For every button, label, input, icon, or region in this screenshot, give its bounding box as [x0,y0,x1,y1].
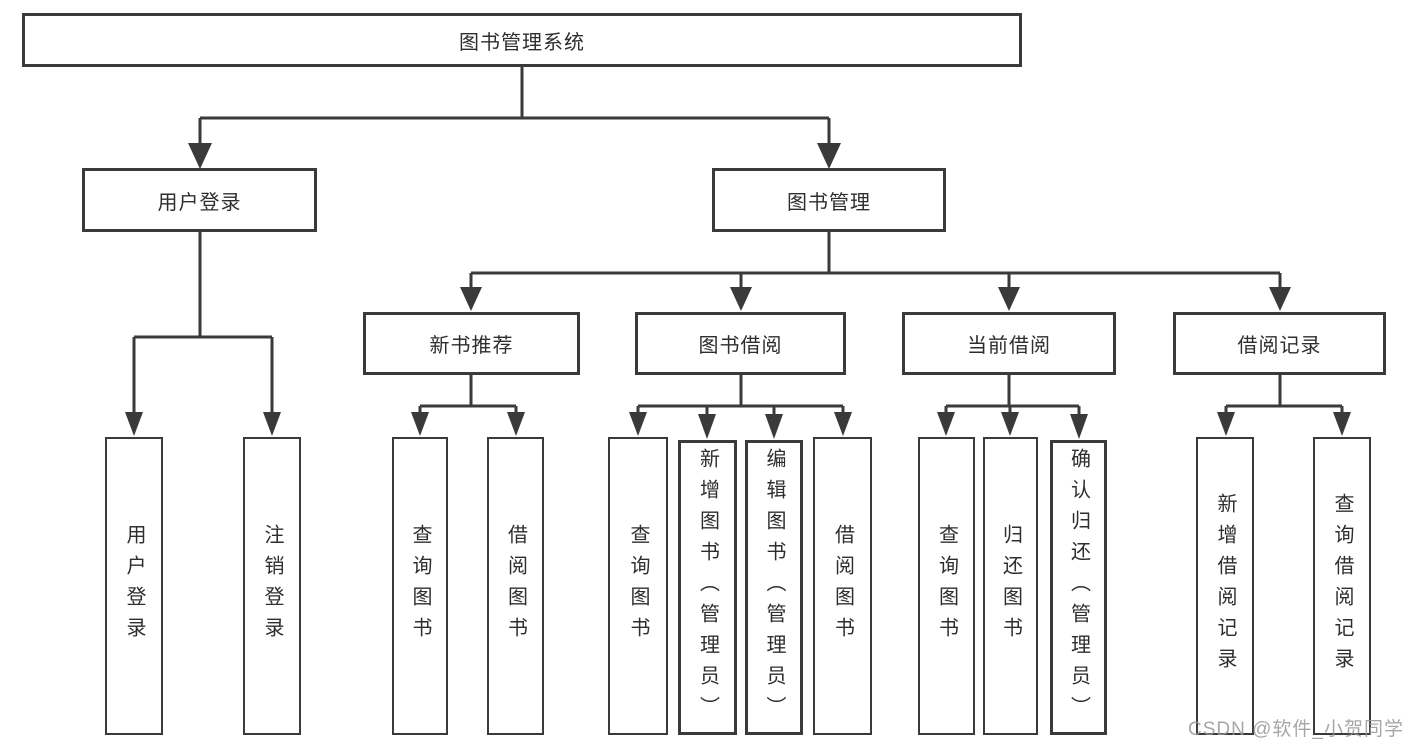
node-login: 用户登录 [105,437,163,735]
connector-new-book-children [411,374,525,436]
node-new-book-recommend: 新书推荐 [363,312,580,375]
node-br-add-record-label: 新增借阅记录 [1214,493,1236,679]
node-current-borrow-label: 当前借阅 [967,335,1051,357]
node-nb-query-books-label: 查询图书 [409,524,431,648]
node-br-query-record: 查询借阅记录 [1313,437,1371,735]
node-bb-add-books: 新增图书（管理员） [678,440,737,735]
node-user-login: 用户登录 [82,168,317,232]
node-cb-return-books-label: 归还图书 [999,524,1022,648]
node-book-management: 图书管理 [712,168,946,232]
node-logout-label: 注销登录 [261,524,283,648]
node-bb-edit-books-label: 编辑图书（管理员） [763,448,785,727]
node-new-book-recommend-label: 新书推荐 [429,335,514,357]
node-login-label: 用户登录 [123,524,145,648]
connector-borrow-record-children [1217,374,1351,436]
node-bb-query-books-label: 查询图书 [627,524,649,648]
node-borrow-record-label: 借阅记录 [1237,335,1322,357]
node-br-query-record-label: 查询借阅记录 [1331,493,1353,679]
node-bb-borrow-books: 借阅图书 [813,437,872,735]
connector-user-login-children [125,231,281,436]
connector-current-borrow-children [937,374,1088,439]
connector-book-borrow-children [629,374,852,439]
csdn-watermark: CSDN @软件_小贺同学 [1188,719,1404,740]
node-cb-return-books: 归还图书 [983,437,1038,735]
node-nb-borrow-books-label: 借阅图书 [504,524,527,648]
connector-root-to-level1 [188,65,841,169]
node-cb-query-books-label: 查询图书 [935,524,958,648]
node-cb-query-books: 查询图书 [918,437,975,735]
node-bb-borrow-books-label: 借阅图书 [831,524,854,648]
node-current-borrow: 当前借阅 [902,312,1116,375]
connector-book-mgmt-to-level2 [460,231,1291,311]
node-bb-add-books-label: 新增图书（管理员） [696,448,719,727]
node-book-management-label: 图书管理 [787,191,871,214]
node-nb-borrow-books: 借阅图书 [487,437,544,735]
node-bb-edit-books: 编辑图书（管理员） [745,440,803,735]
node-root-label: 图书管理系统 [459,31,585,54]
node-nb-query-books: 查询图书 [392,437,448,735]
node-root: 图书管理系统 [22,13,1022,67]
node-bb-query-books: 查询图书 [608,437,668,735]
node-borrow-record: 借阅记录 [1173,312,1386,375]
node-user-login-label: 用户登录 [157,191,242,214]
node-br-add-record: 新增借阅记录 [1196,437,1254,735]
node-cb-confirm-return: 确认归还（管理员） [1050,440,1107,735]
node-cb-confirm-return-label: 确认归还（管理员） [1067,448,1090,727]
node-book-borrow-label: 图书借阅 [698,335,783,357]
node-logout: 注销登录 [243,437,301,735]
node-book-borrow: 图书借阅 [635,312,846,375]
